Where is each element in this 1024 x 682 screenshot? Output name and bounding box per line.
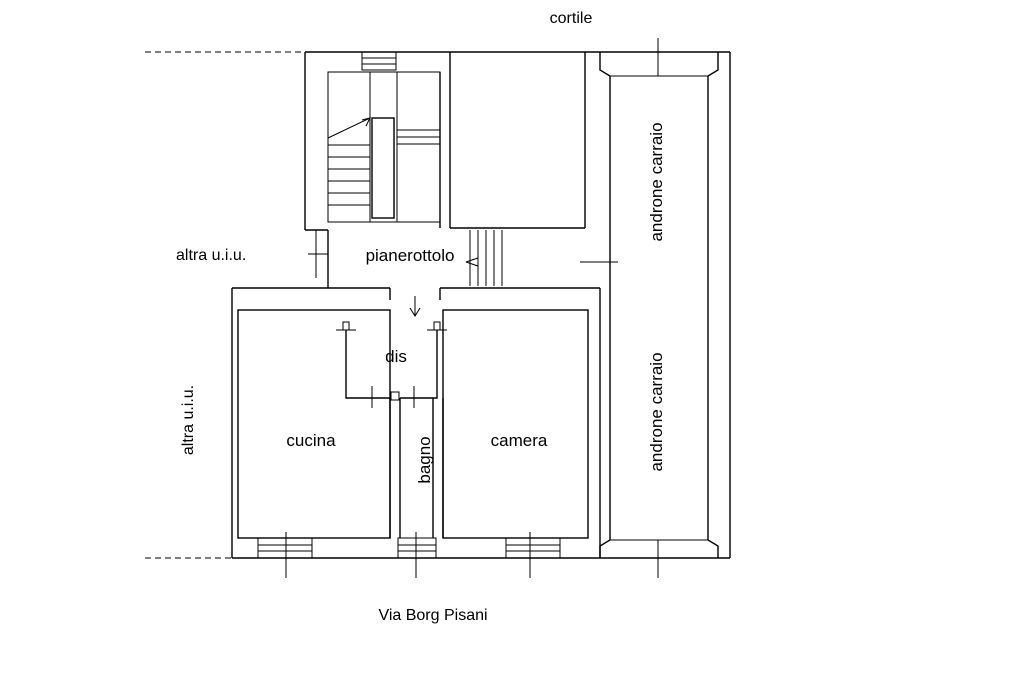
landing-walls xyxy=(308,52,618,558)
bathroom-label: bagno xyxy=(415,436,434,483)
carriage-passage xyxy=(599,38,719,578)
interior-walls xyxy=(237,288,589,539)
outer-walls xyxy=(231,51,731,559)
other-unit-side-label: altra u.i.u. xyxy=(180,385,197,455)
carriage-passage-lower-label: androne carraio xyxy=(647,352,666,471)
bedroom-label: camera xyxy=(491,431,548,450)
courtyard-label: cortile xyxy=(550,10,593,27)
kitchen-label: cucina xyxy=(286,431,336,450)
landing-label: pianerottolo xyxy=(366,246,455,265)
carriage-passage-upper-label: androne carraio xyxy=(647,122,666,241)
front-windows xyxy=(257,532,561,578)
hall-label: dis xyxy=(385,347,407,366)
other-unit-left-label: altra u.i.u. xyxy=(176,247,246,264)
staircase xyxy=(327,51,441,223)
street-label: Via Borg Pisani xyxy=(378,607,487,624)
